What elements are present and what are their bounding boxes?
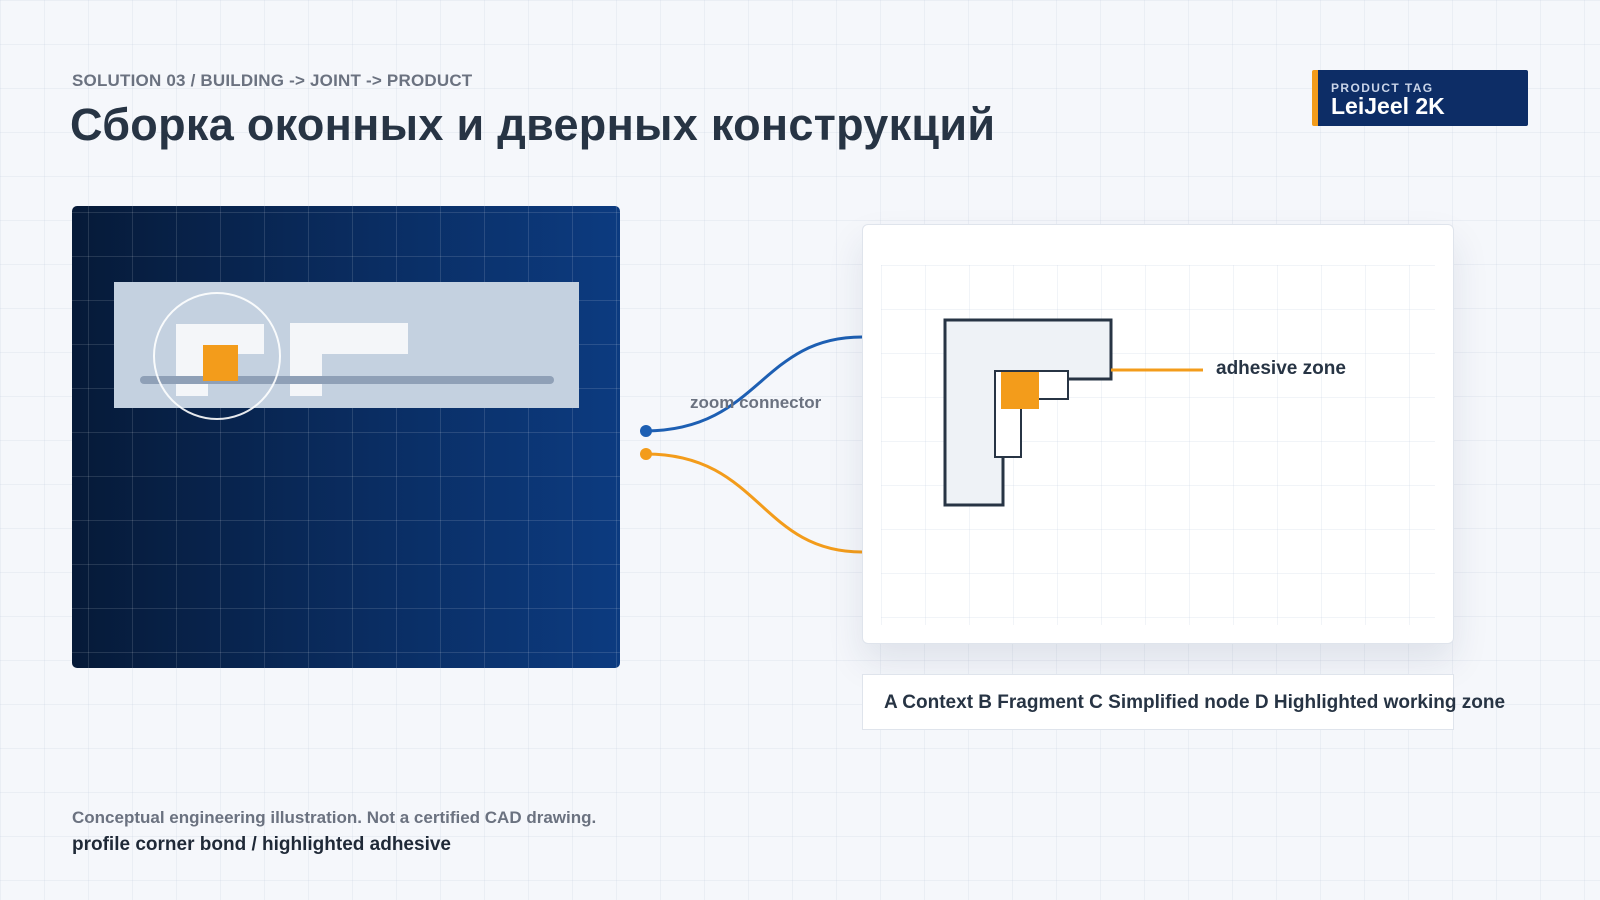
zone-label: adhesive zone: [1216, 358, 1346, 379]
steps-legend-text: A Context B Fragment C Simplified node D…: [884, 692, 1506, 713]
connector-blue-line: [645, 335, 863, 433]
page-title: Сборка оконных и дверных конструкций: [70, 99, 996, 150]
caption: profile corner bond / highlighted adhesi…: [72, 834, 451, 855]
adhesive-zone-fill: [1001, 372, 1039, 409]
zoom-circle: [153, 292, 281, 420]
detail-panel: [862, 224, 1454, 644]
steps-legend: [862, 674, 1454, 730]
breadcrumb: SOLUTION 03 / BUILDING -> JOINT -> PRODU…: [72, 71, 473, 90]
connector-orange-dot: [640, 448, 652, 460]
rail-bar: [140, 376, 554, 384]
frame-profile: [943, 318, 1113, 507]
connector-blue-dot: [640, 425, 652, 437]
product-tag-value: LeiJeel 2K: [1331, 93, 1445, 119]
connector-orange-line: [645, 452, 863, 554]
disclaimer: Conceptual engineering illustration. Not…: [72, 808, 597, 827]
product-tag: PRODUCT TAG LeiJeel 2K: [1312, 70, 1528, 126]
corner-profile-drawing: [943, 318, 1203, 507]
product-tag-label: PRODUCT TAG: [1331, 81, 1434, 95]
connector-label: zoom connector: [690, 393, 822, 412]
